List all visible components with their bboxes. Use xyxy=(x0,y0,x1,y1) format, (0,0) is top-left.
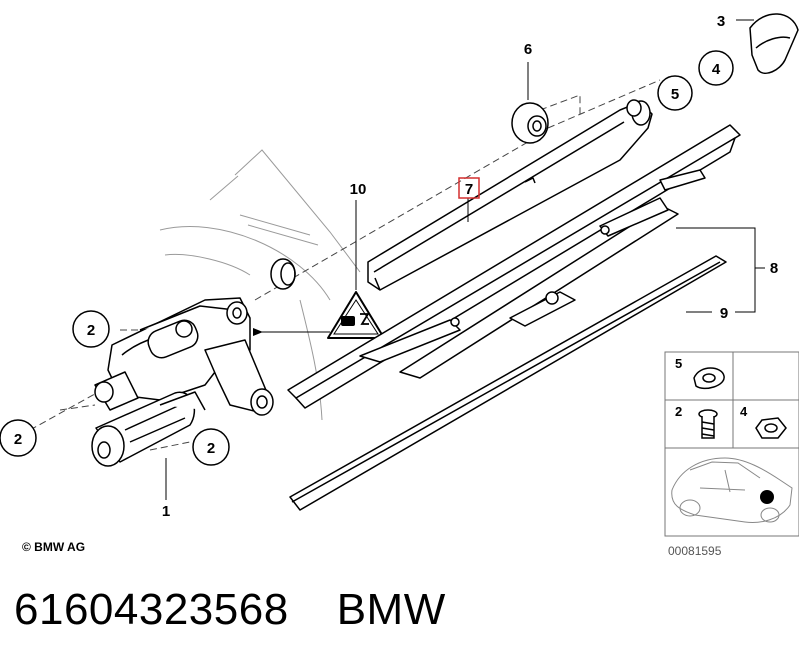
callout-4: 4 xyxy=(712,61,721,78)
nut-icon xyxy=(755,417,787,439)
brand-name: BMW xyxy=(336,585,446,634)
image-number: 00081595 xyxy=(668,544,722,558)
copyright-text: © BMW AG xyxy=(22,540,86,554)
warning-triangle-symbol xyxy=(327,291,385,339)
cap-drawing xyxy=(749,13,799,74)
wiper-blade-drawing xyxy=(287,124,741,409)
callout-2-bottom-left: 2 xyxy=(14,431,22,448)
callout-7: 7 xyxy=(465,181,473,198)
legend-5-label: 5 xyxy=(675,356,682,371)
legend-2-label: 2 xyxy=(675,404,682,419)
callout-5: 5 xyxy=(671,86,679,103)
screw-icon xyxy=(698,409,718,439)
wiper-motor-drawing xyxy=(91,297,274,467)
location-dot-icon xyxy=(760,490,774,504)
washer-icon xyxy=(693,367,725,390)
grommet-drawing xyxy=(511,102,549,144)
callout-circles xyxy=(0,50,734,466)
legend-4-label: 4 xyxy=(740,404,748,419)
wiper-arm-drawing xyxy=(367,99,653,291)
part-caption: 61604323568 BMW xyxy=(14,585,446,635)
glass-grommet xyxy=(270,258,296,290)
callout-2-bottom: 2 xyxy=(207,440,215,457)
callout-6: 6 xyxy=(524,41,532,58)
car-location-icon xyxy=(671,457,793,523)
part-number: 61604323568 xyxy=(14,585,289,634)
callout-8: 8 xyxy=(770,260,778,277)
callout-7-highlight xyxy=(458,177,480,199)
callout-1: 1 xyxy=(162,503,170,520)
callout-bracket xyxy=(676,227,765,313)
callout-9: 9 xyxy=(720,305,728,322)
callout-10: 10 xyxy=(350,181,367,198)
callout-2-left: 2 xyxy=(87,322,95,339)
car-body-outline xyxy=(159,149,361,421)
blade-insert-drawing xyxy=(289,255,727,511)
callout-3: 3 xyxy=(717,13,725,30)
small-parts-legend xyxy=(664,351,799,537)
